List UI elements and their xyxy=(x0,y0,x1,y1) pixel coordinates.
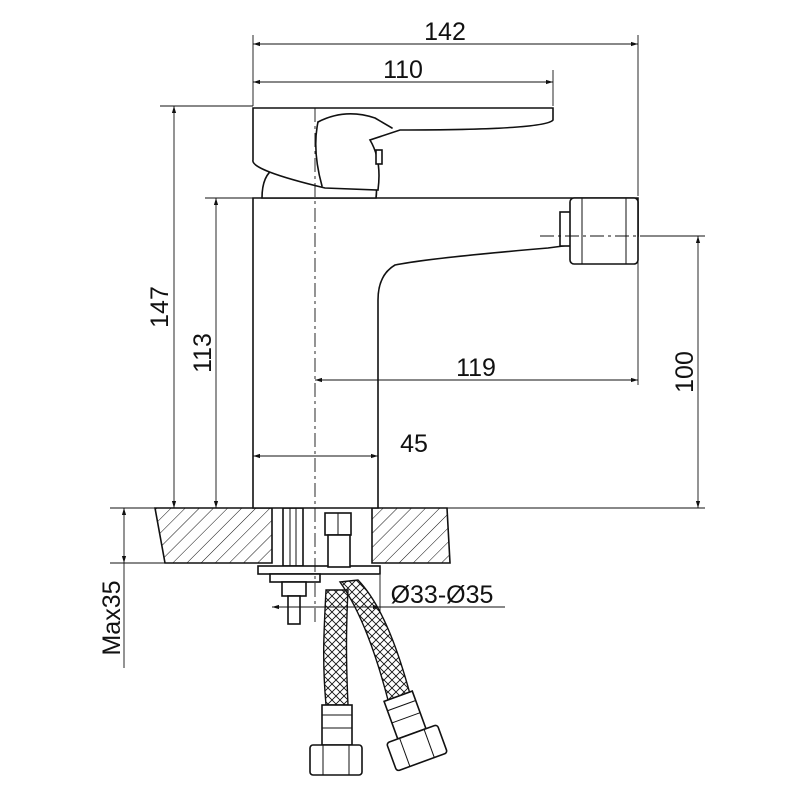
hose-right-nut xyxy=(386,724,448,772)
label-total-height: 147 xyxy=(146,286,174,328)
lever-indicator xyxy=(375,149,383,165)
dimension-labels: 142 110 147 113 119 100 45 Ø33-Ø35 Max35 xyxy=(98,18,699,656)
dimension-lines xyxy=(121,41,701,668)
mounting-plate xyxy=(269,573,321,583)
aerator-head xyxy=(569,197,639,265)
label-base-diameter: 45 xyxy=(400,430,428,458)
hose-left-ferrule xyxy=(321,704,353,746)
hose-left-nut xyxy=(309,744,363,776)
lever-front-contour xyxy=(314,121,323,187)
countertop-left xyxy=(154,507,273,564)
mixer-body xyxy=(252,107,639,509)
mounting-hardware xyxy=(257,507,381,625)
hose-connector-sleeve xyxy=(327,534,351,568)
threaded-rod xyxy=(287,595,301,625)
countertop-section xyxy=(118,507,705,564)
mounting-stud-sleeve xyxy=(282,507,304,567)
label-hole-diameter: Ø33-Ø35 xyxy=(391,581,494,609)
lever-top-contour xyxy=(317,113,393,129)
countertop-right xyxy=(371,507,451,564)
body-and-spout xyxy=(252,197,639,509)
label-spout-reach: 119 xyxy=(456,354,496,382)
label-overall-depth: 142 xyxy=(424,18,466,46)
mounting-nut xyxy=(281,581,307,597)
lever-handle xyxy=(252,107,554,191)
mounting-washer xyxy=(257,565,381,575)
flexible-hoses xyxy=(309,579,448,776)
label-lever-length: 110 xyxy=(383,56,423,84)
label-spout-height: 100 xyxy=(671,351,699,393)
label-max-thickness: Max35 xyxy=(98,580,126,655)
label-body-height: 113 xyxy=(189,333,217,373)
